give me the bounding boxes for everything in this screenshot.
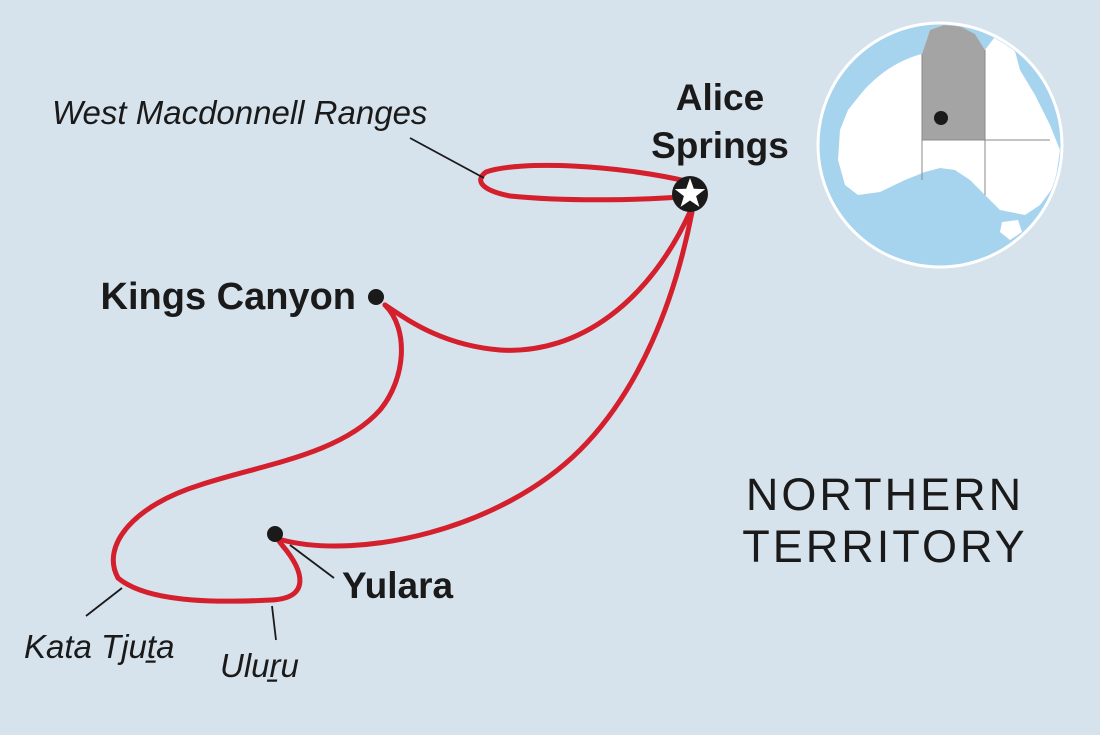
australia-locator-globe <box>816 21 1064 269</box>
uluru-label: Uluṟu <box>220 647 299 684</box>
alice-springs-label-line1: Alice <box>676 77 764 118</box>
west-macdonnell-label: West Macdonnell Ranges <box>52 94 427 131</box>
region-label-line2: TERRITORY <box>742 521 1027 572</box>
northern-territory-highlight <box>922 25 985 140</box>
route-kata-tjuta-to-uluru <box>115 575 275 604</box>
tour-route <box>110 162 695 604</box>
leader-kata-tjuta <box>85 587 123 617</box>
leader-lines <box>85 137 485 641</box>
tasmania-land <box>1000 220 1022 240</box>
leader-uluru <box>271 605 277 641</box>
kings-canyon-label: Kings Canyon <box>101 276 356 318</box>
kings-canyon-dot-icon <box>368 289 384 305</box>
yulara-dot-icon <box>267 526 283 542</box>
route-alice-to-kings-canyon <box>382 209 693 353</box>
route-west-macdonnell-loop <box>478 162 693 203</box>
region-label-line1: NORTHERN <box>746 469 1024 520</box>
route-yulara-to-alice <box>279 209 695 549</box>
kata-tjuta-label: Kata Tjuṯa <box>24 628 174 665</box>
locator-dot-icon <box>934 111 948 125</box>
route-kings-canyon-to-kata-tjuta <box>110 302 404 581</box>
leader-yulara <box>289 544 335 579</box>
yulara-label: Yulara <box>342 565 453 606</box>
alice-springs-label-line2: Springs <box>651 125 789 166</box>
leader-west-macdonnell <box>409 137 485 179</box>
alice-springs-star-icon <box>672 176 708 212</box>
